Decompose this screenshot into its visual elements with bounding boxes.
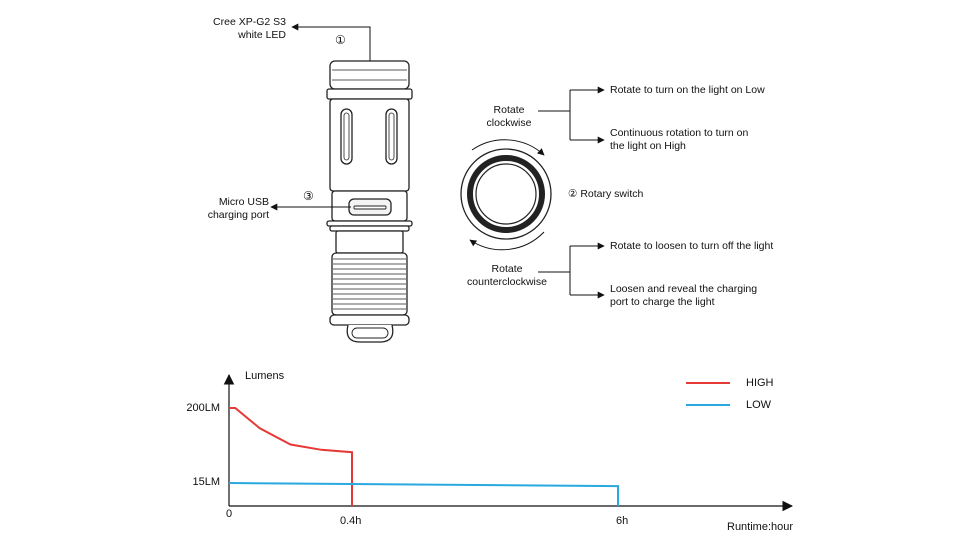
- usb-label-line1: Micro USB: [218, 196, 269, 208]
- counterclockwise-action-charge-line2: port to charge the light: [610, 296, 715, 308]
- counterclockwise-label-line2: counterclockwise: [467, 276, 547, 288]
- clockwise-action-high-line2: the light on High: [610, 140, 686, 152]
- led-callout-line: [291, 23, 371, 61]
- clockwise-arrow: [471, 139, 545, 156]
- led-label-line2: white LED: [238, 29, 286, 41]
- counterclockwise-arrow: [469, 231, 545, 251]
- usb-label-line2: charging port: [207, 209, 269, 221]
- led-label-line1: Cree XP-G2 S3: [213, 16, 286, 28]
- callout-number-1: ①: [335, 33, 346, 47]
- led-label: Cree XP-G2 S3 white LED: [213, 16, 286, 42]
- clockwise-action-high: Continuous rotation to turn on the light…: [610, 127, 748, 153]
- clockwise-bracket: [538, 86, 605, 144]
- series-line-low: [228, 482, 619, 506]
- legend-low-label: LOW: [746, 399, 772, 411]
- flashlight-illustration: [326, 60, 413, 343]
- x-tick-0: 0: [226, 508, 233, 520]
- x-tick-0-4h: 0.4h: [340, 515, 362, 527]
- y-tick-200lm: 200LM: [186, 402, 220, 414]
- clockwise-label-line2: clockwise: [486, 117, 532, 129]
- counterclockwise-label: Rotate counterclockwise: [452, 263, 562, 289]
- y-axis-label: Lumens: [245, 370, 285, 382]
- clockwise-label: Rotate clockwise: [473, 104, 545, 130]
- x-axis-label: Runtime:hour: [727, 521, 794, 533]
- counterclockwise-action-off: Rotate to loosen to turn off the light: [610, 240, 774, 252]
- usb-label: Micro USB charging port: [208, 196, 269, 222]
- counterclockwise-label-line1: Rotate: [491, 263, 523, 275]
- callout-number-3: ③: [303, 189, 314, 203]
- clockwise-action-high-line1: Continuous rotation to turn on: [610, 127, 749, 139]
- counterclockwise-action-charge: Loosen and reveal the charging port to c…: [610, 283, 757, 309]
- runtime-chart: [223, 373, 794, 512]
- legend-high-label: HIGH: [746, 377, 774, 389]
- counterclockwise-action-charge-line1: Loosen and reveal the charging: [610, 283, 758, 295]
- counterclockwise-bracket: [538, 242, 605, 299]
- rotary-switch-illustration: [460, 148, 552, 240]
- clockwise-action-low: Rotate to turn on the light on Low: [610, 84, 765, 96]
- series-line-high: [229, 407, 353, 506]
- y-tick-15lm: 15LM: [192, 476, 220, 488]
- clockwise-label-line1: Rotate: [493, 104, 525, 116]
- rotary-switch-label: ② Rotary switch: [568, 188, 644, 200]
- x-tick-6h: 6h: [616, 515, 629, 527]
